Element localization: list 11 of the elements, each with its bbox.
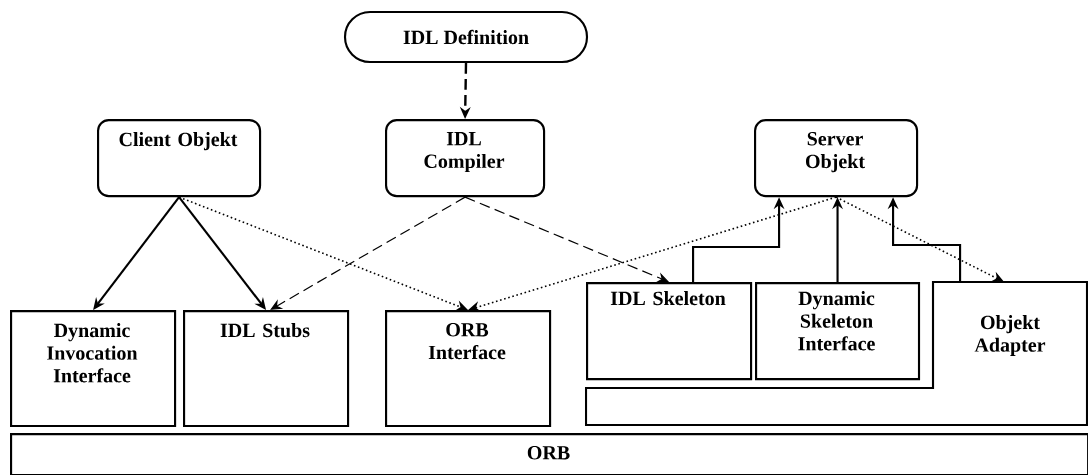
object-box: IDL Compiler [385, 119, 546, 198]
object-box: Client Objekt [97, 119, 262, 198]
component-box: Dynamic Invocation Interface [10, 310, 177, 428]
arrow [270, 196, 466, 310]
component-box: IDL Skeleton [586, 282, 753, 381]
arrow [93, 196, 180, 310]
object-box: Server Objekt [754, 119, 919, 198]
component-box: ORB Interface [385, 310, 552, 428]
component-box: IDL Stubs [183, 310, 350, 428]
component-box: ORB [10, 433, 1088, 475]
component-box: Dynamic Skeleton Interface [755, 282, 921, 381]
